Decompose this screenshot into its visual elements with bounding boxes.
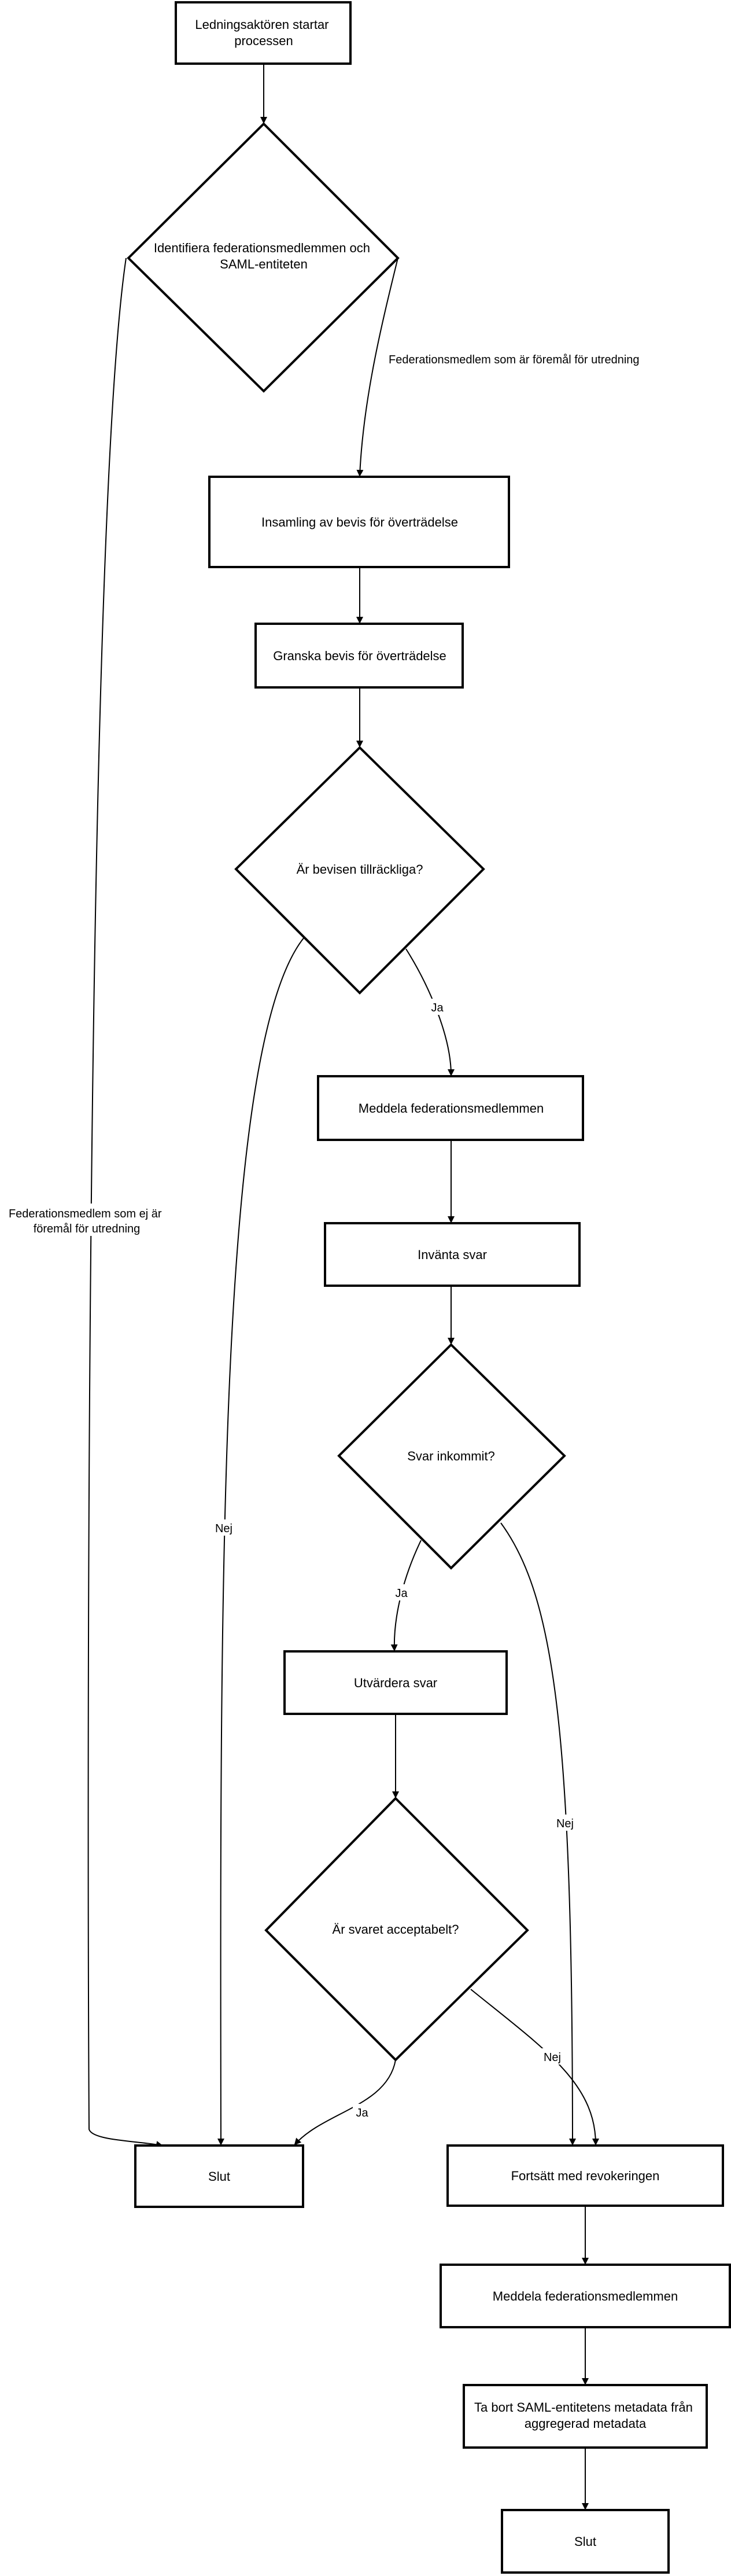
node-label-collect: Insamling av bevis för överträdelse (261, 515, 458, 529)
process-box-evaluate (283, 1650, 508, 1715)
decision-diamond-received (337, 1343, 566, 1570)
process-box-start (175, 1, 352, 65)
node-label-received: Svar inkommit? (407, 1449, 495, 1463)
edge-label-acceptable-no: Nej (544, 2051, 561, 2064)
edge-identify-collect (356, 257, 398, 477)
edge-received-continue (500, 1522, 576, 2146)
node-label-acceptable: Är svaret acceptabelt? (333, 1922, 459, 1937)
edge-label-not-under-investigation: Federationsmedlem som ej är föremål för … (9, 1208, 165, 1235)
node-label-sufficient: Är bevisen tillräckliga? (297, 862, 423, 877)
node-label-remove: Ta bort SAML-entitetens metadata från ag… (474, 2400, 696, 2431)
node-label-identify: Identifiera federationsmedlemmen och SAM… (154, 241, 374, 271)
process-box-collect (208, 476, 510, 568)
decision-diamond-acceptable (264, 1797, 529, 2062)
node-label-end1: Slut (208, 2169, 230, 2184)
process-box-review (254, 623, 464, 689)
node-label-notify2: Meddela federationsmedlemmen (493, 2289, 678, 2303)
decision-diamond-sufficient (234, 746, 485, 995)
edge-label-sufficient-no: Nej (215, 1522, 232, 1535)
edge-label-acceptable-yes: Ja (356, 2107, 368, 2119)
node-label-continue: Fortsätt med revokeringen (511, 2169, 660, 2183)
edge-identify-end1 (87, 257, 163, 2148)
node-label-start: Ledningsaktören startar processen (195, 17, 332, 48)
node-label-review: Granska bevis för överträdelse (273, 649, 446, 663)
node-label-await: Invänta svar (418, 1247, 487, 1262)
edge-label-sufficient-yes: Ja (431, 1002, 444, 1014)
process-box-continue (446, 2144, 724, 2207)
edge-acceptable-continue (470, 1989, 599, 2146)
process-box-await (324, 1222, 581, 1287)
terminal-box-end2 (501, 2509, 670, 2574)
edge-sufficient-end1 (217, 937, 305, 2146)
edge-label-received-no: Nej (556, 1817, 574, 1830)
node-label-notify1: Meddela federationsmedlemmen (359, 1101, 544, 1116)
process-box-notify2 (440, 2264, 731, 2328)
node-label-end2: Slut (574, 2534, 596, 2549)
edge-acceptable-end1 (294, 2059, 396, 2146)
process-box-notify1 (317, 1075, 584, 1141)
terminal-box-end1 (134, 2144, 304, 2208)
edge-label-received-yes: Ja (395, 1587, 408, 1600)
node-label-evaluate: Utvärdera svar (354, 1676, 437, 1690)
process-box-remove (463, 2384, 708, 2449)
edge-label-under-investigation: Federationsmedlem som är föremål för utr… (389, 354, 640, 366)
decision-diamond-identify (127, 122, 400, 393)
